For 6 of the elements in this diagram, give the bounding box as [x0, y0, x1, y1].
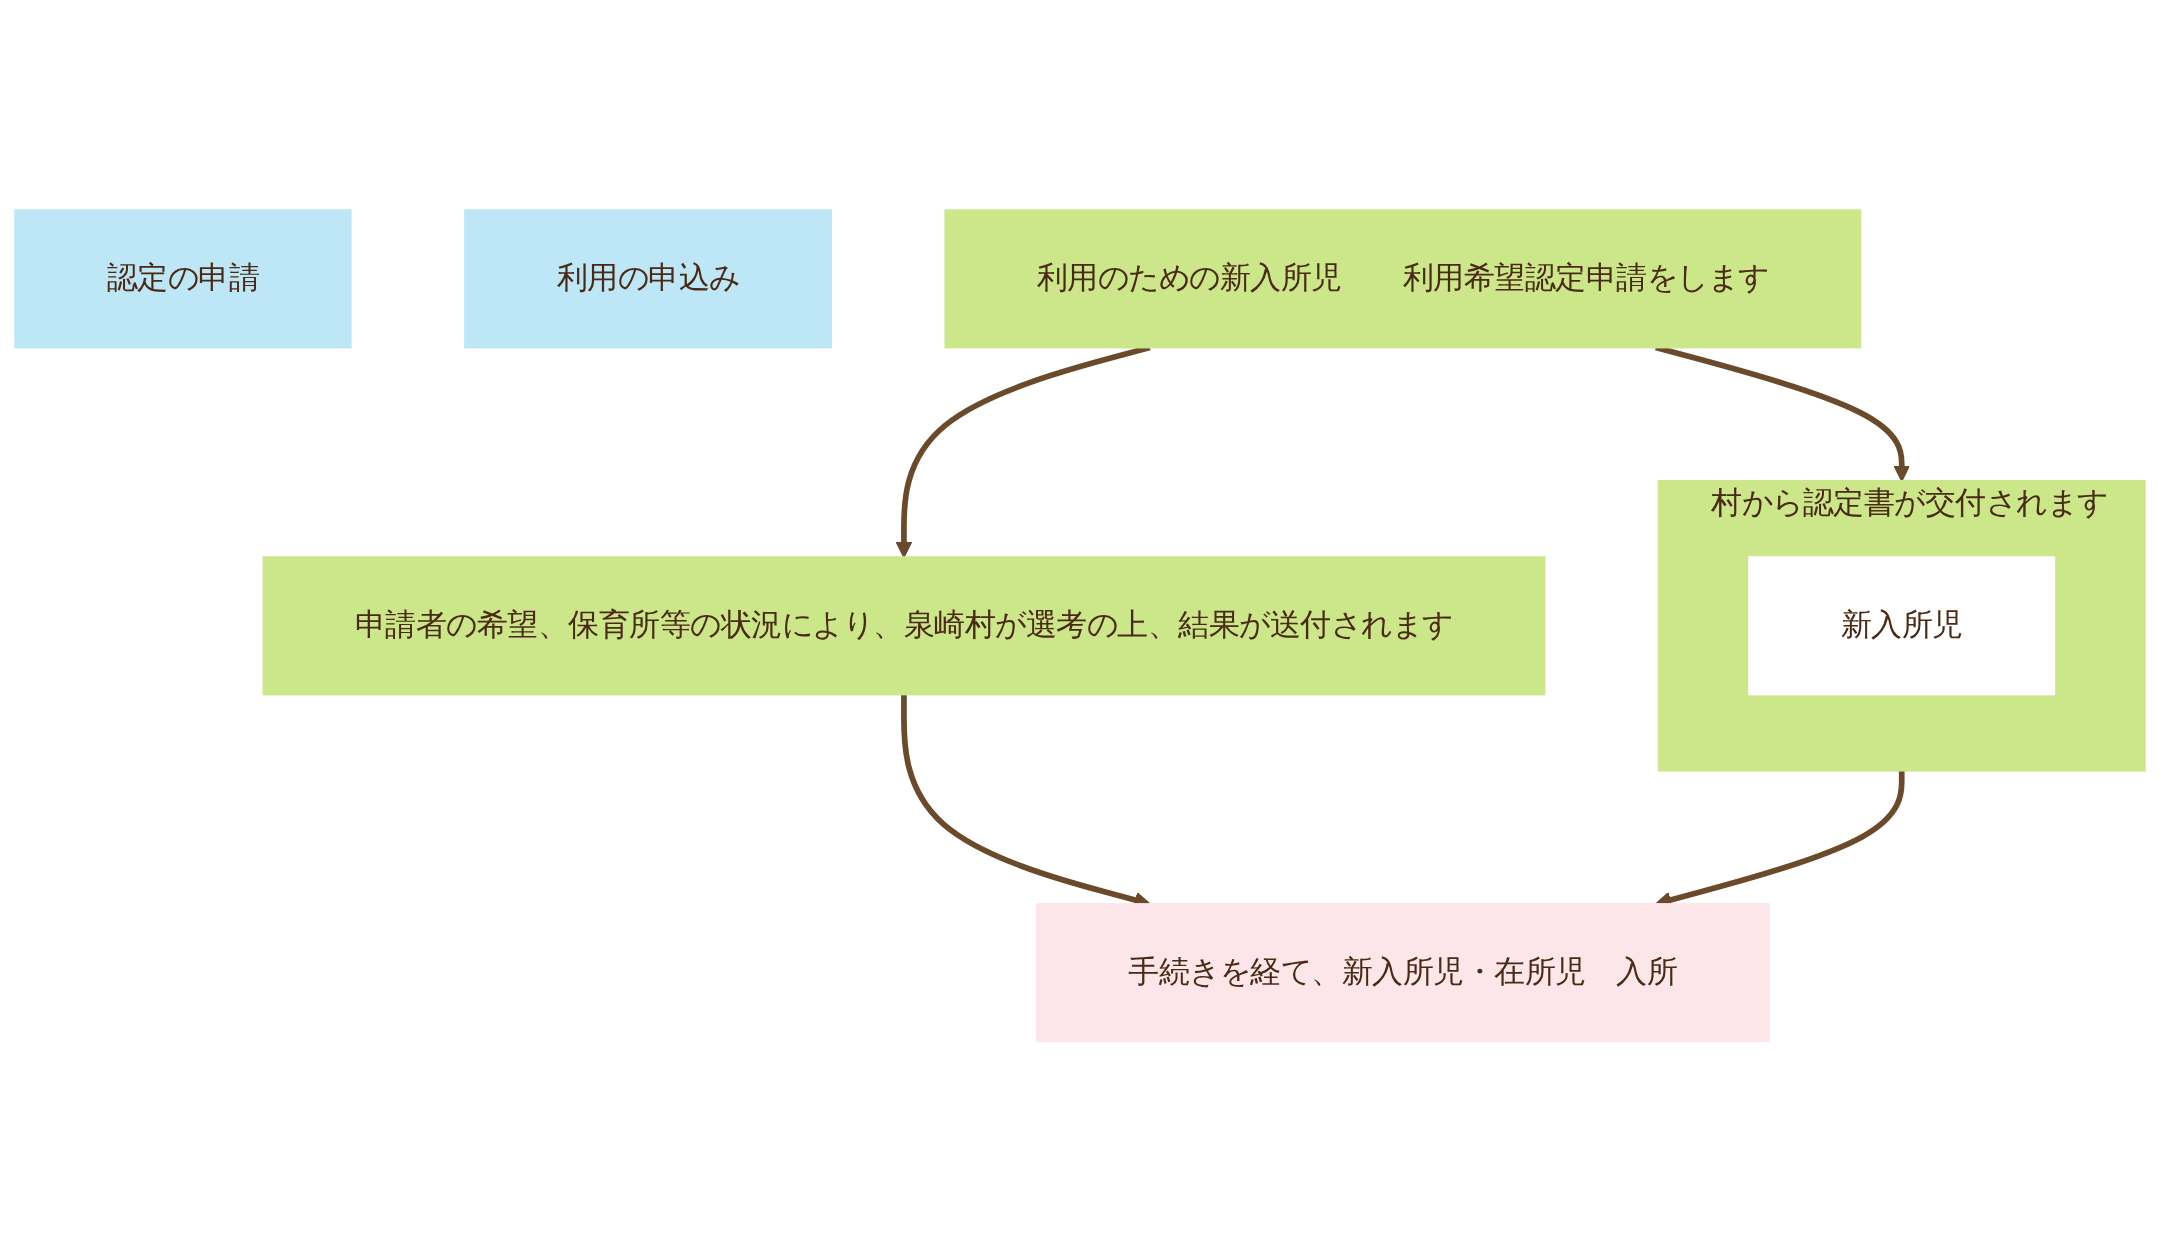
node-box: 利用の申込み [464, 209, 832, 349]
node-box: 手続きを経て、新入所児・在所児 入所 [1035, 903, 1770, 1043]
node-box: 認定の申請 [14, 209, 352, 349]
node-box: 新入所児 [1748, 556, 2056, 696]
node-box: 利用のための新入所児 利用希望認定申請をします [944, 209, 1862, 349]
node-box: 申請者の希望、保育所等の状況により、泉崎村が選考の上、結果が送付されます [262, 556, 1546, 696]
